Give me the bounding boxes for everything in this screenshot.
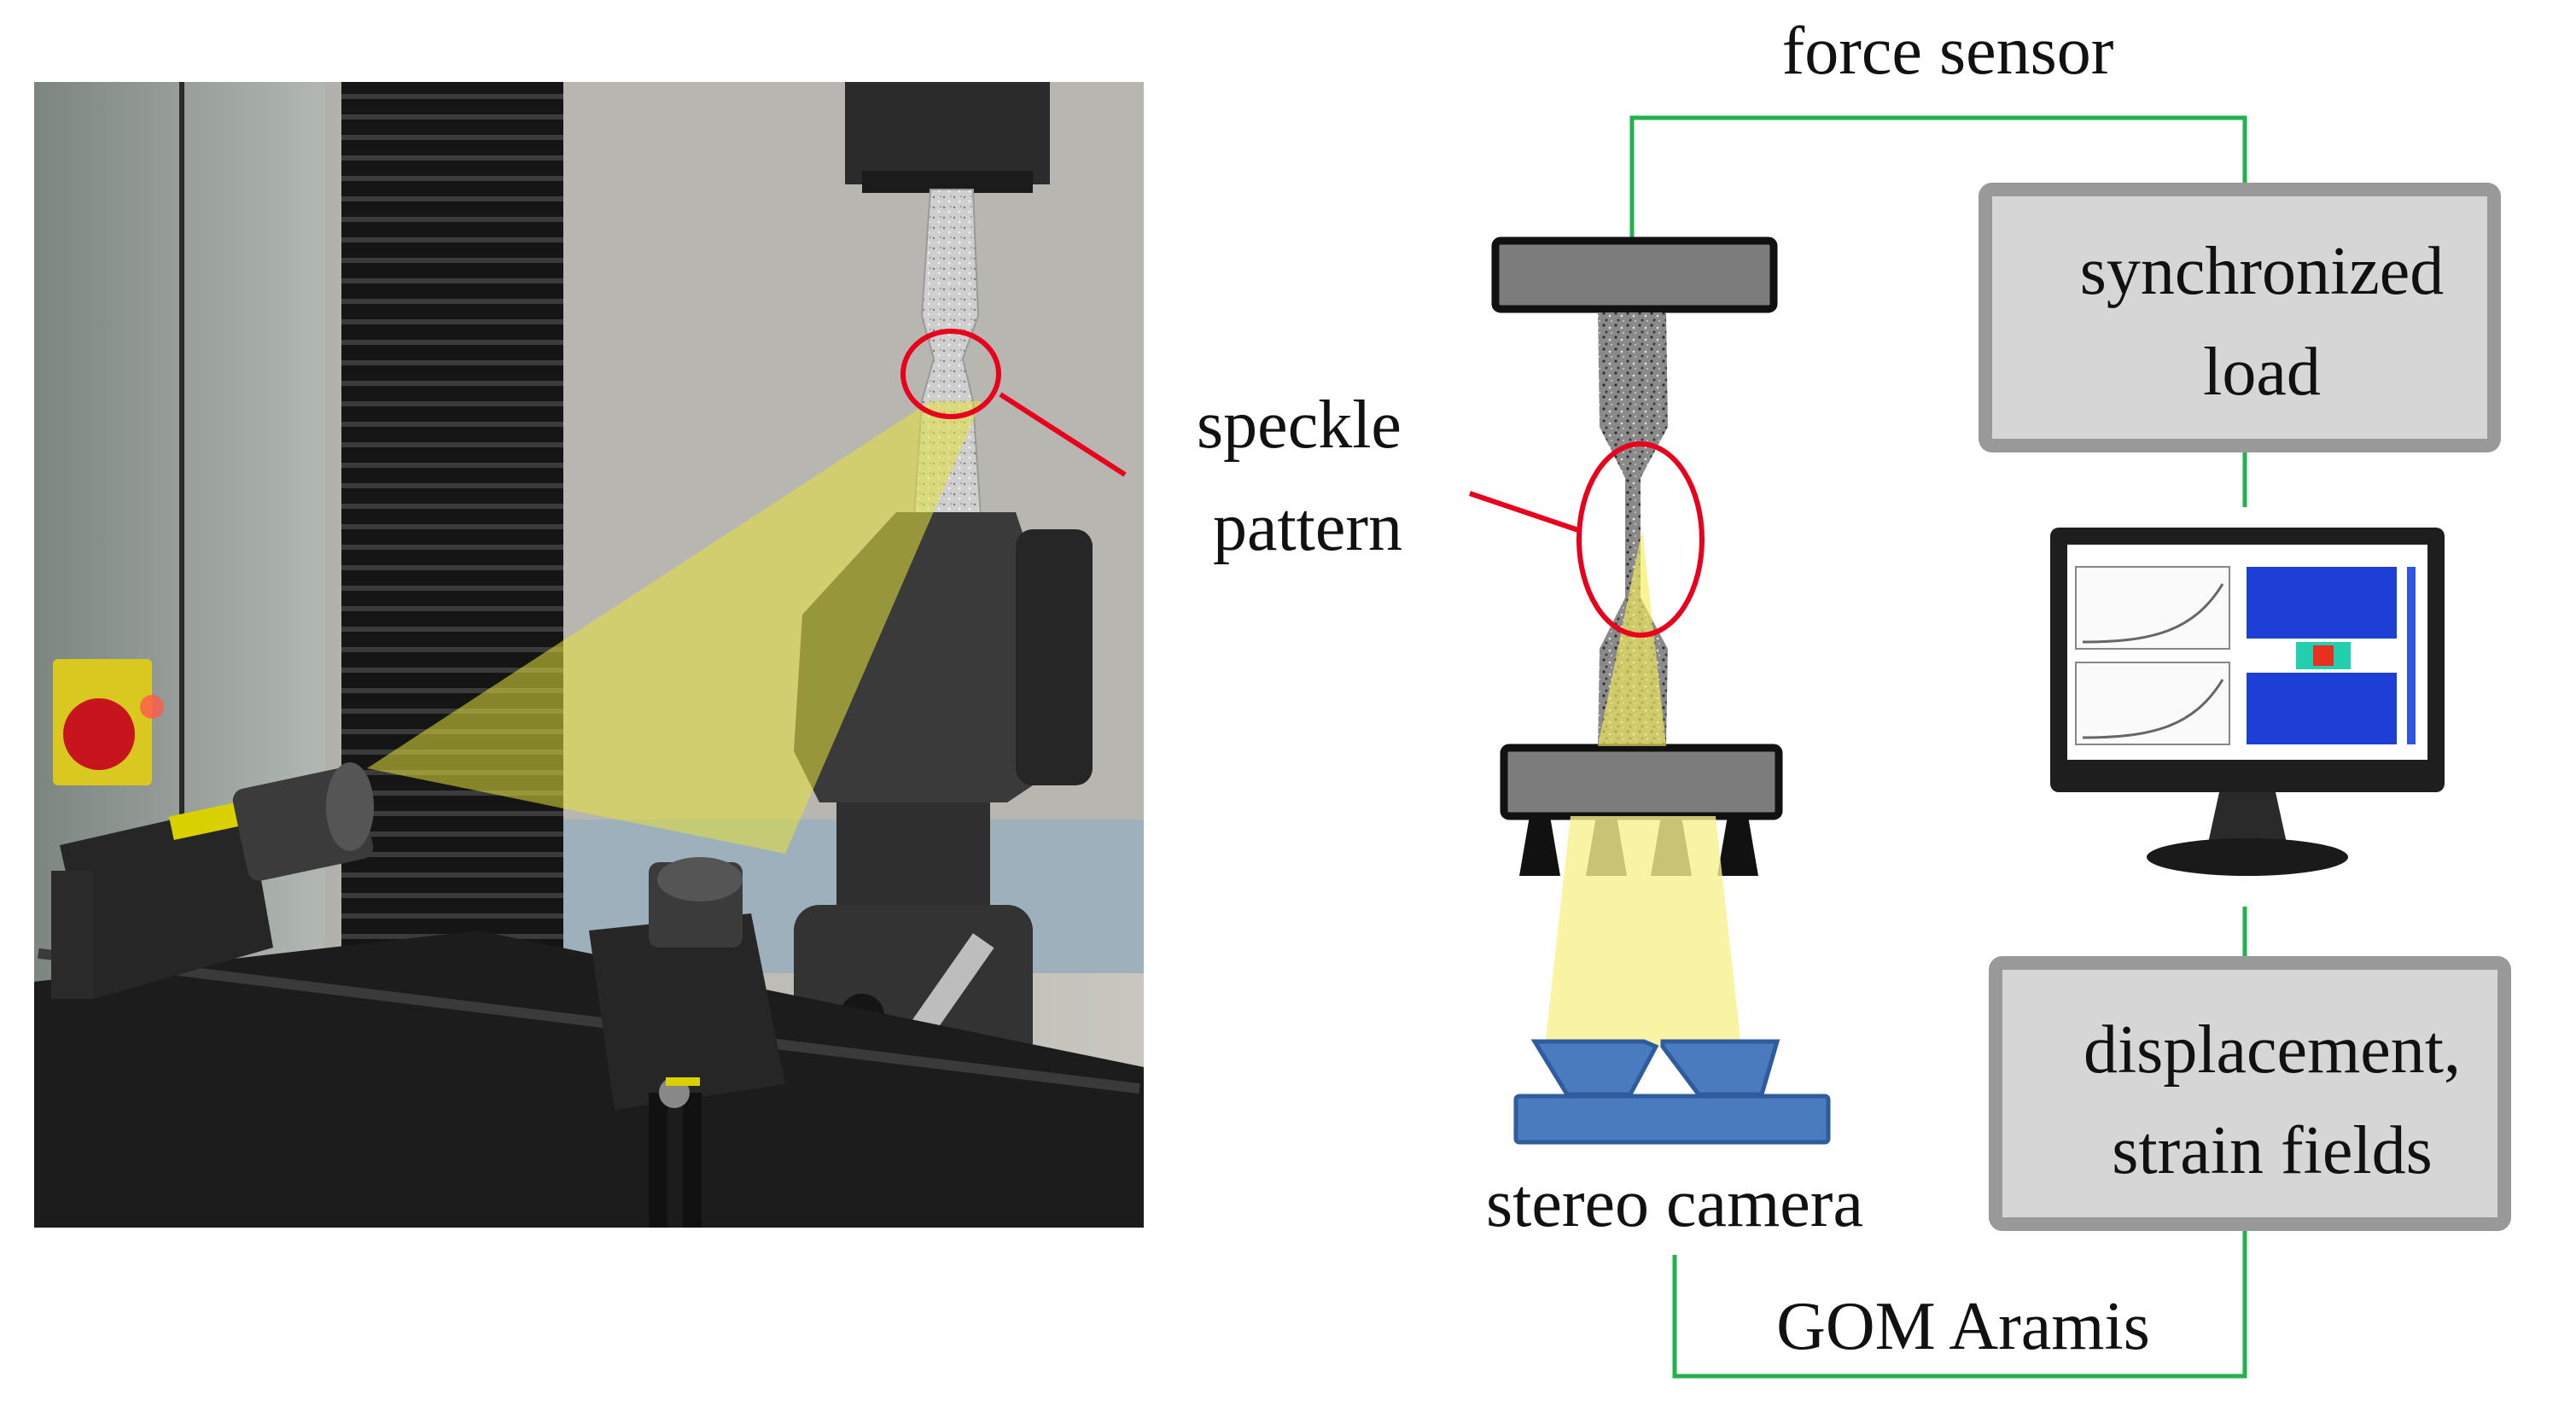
light-emitter-1 xyxy=(1519,816,1560,876)
speckle-leader-line xyxy=(1469,491,1582,534)
machine-column-louver xyxy=(341,82,563,970)
left-camera xyxy=(51,762,374,999)
gom-aramis-label: GOM Aramis xyxy=(1776,1289,2150,1364)
photo-highlight-leader xyxy=(999,392,1127,477)
lower-crosshead xyxy=(1500,744,1783,820)
screen-strain-peak xyxy=(2313,645,2334,666)
stereo-camera-label: stereo camera xyxy=(1486,1166,1863,1241)
rail-slot xyxy=(38,948,1140,1094)
test-setup-photo xyxy=(34,82,1144,1228)
speckle-pattern-label-line2: pattern xyxy=(1213,490,1402,565)
upper-crosshead xyxy=(1491,236,1778,313)
displacement-strain-box: displacement, strain fields xyxy=(1989,956,2511,1231)
disp-label-line2: strain fields xyxy=(2112,1113,2432,1188)
stereo-camera-base xyxy=(1513,1094,1831,1145)
setup-schematic xyxy=(1469,236,1831,1145)
gom-aramis-line xyxy=(1672,1229,2247,1379)
sync-box-frame xyxy=(1979,183,2501,452)
photo-speckle-highlight xyxy=(900,329,1001,419)
connector-lines xyxy=(1629,115,2247,1379)
monitor-stand xyxy=(2147,838,2348,876)
indicator-light xyxy=(140,695,164,719)
screen-curve-lower xyxy=(2082,679,2224,739)
stereo-camera-left xyxy=(1530,1039,1659,1097)
screen-colorbar xyxy=(2407,567,2416,744)
stereo-camera-shape xyxy=(1513,1039,1831,1145)
grip-handle xyxy=(1016,529,1093,785)
speckle-pattern-label-line1: speckle xyxy=(1197,388,1402,463)
emergency-stop-button xyxy=(63,698,135,770)
grip-neck xyxy=(836,802,990,913)
monitor xyxy=(2050,528,2445,876)
right-camera xyxy=(589,857,785,1228)
disp-box-frame xyxy=(1989,956,2511,1231)
lever-pin xyxy=(909,933,994,1039)
sync-label-line1: synchronized xyxy=(2080,234,2445,309)
force-sensor-label: force sensor xyxy=(1782,14,2114,89)
sync-label-line2: load xyxy=(2203,335,2321,410)
camera-field-of-view xyxy=(367,401,982,854)
synchronized-load-box: synchronized load xyxy=(1979,183,2501,452)
camera-rail xyxy=(34,931,1144,1228)
speckle-highlight-circle xyxy=(1576,441,1705,638)
disp-label-line1: displacement, xyxy=(2084,1012,2461,1088)
camera-view-cone xyxy=(1598,529,1666,746)
stereo-camera-right xyxy=(1660,1039,1780,1097)
force-sensor-line xyxy=(1629,115,2247,241)
light-emitter-4 xyxy=(1717,816,1758,876)
screen-curve-upper xyxy=(2082,583,2224,644)
panel-seam xyxy=(179,82,184,1228)
monitor-neck xyxy=(2207,792,2288,847)
upper-grip xyxy=(845,82,1050,184)
illumination-lower xyxy=(1545,816,1741,1047)
